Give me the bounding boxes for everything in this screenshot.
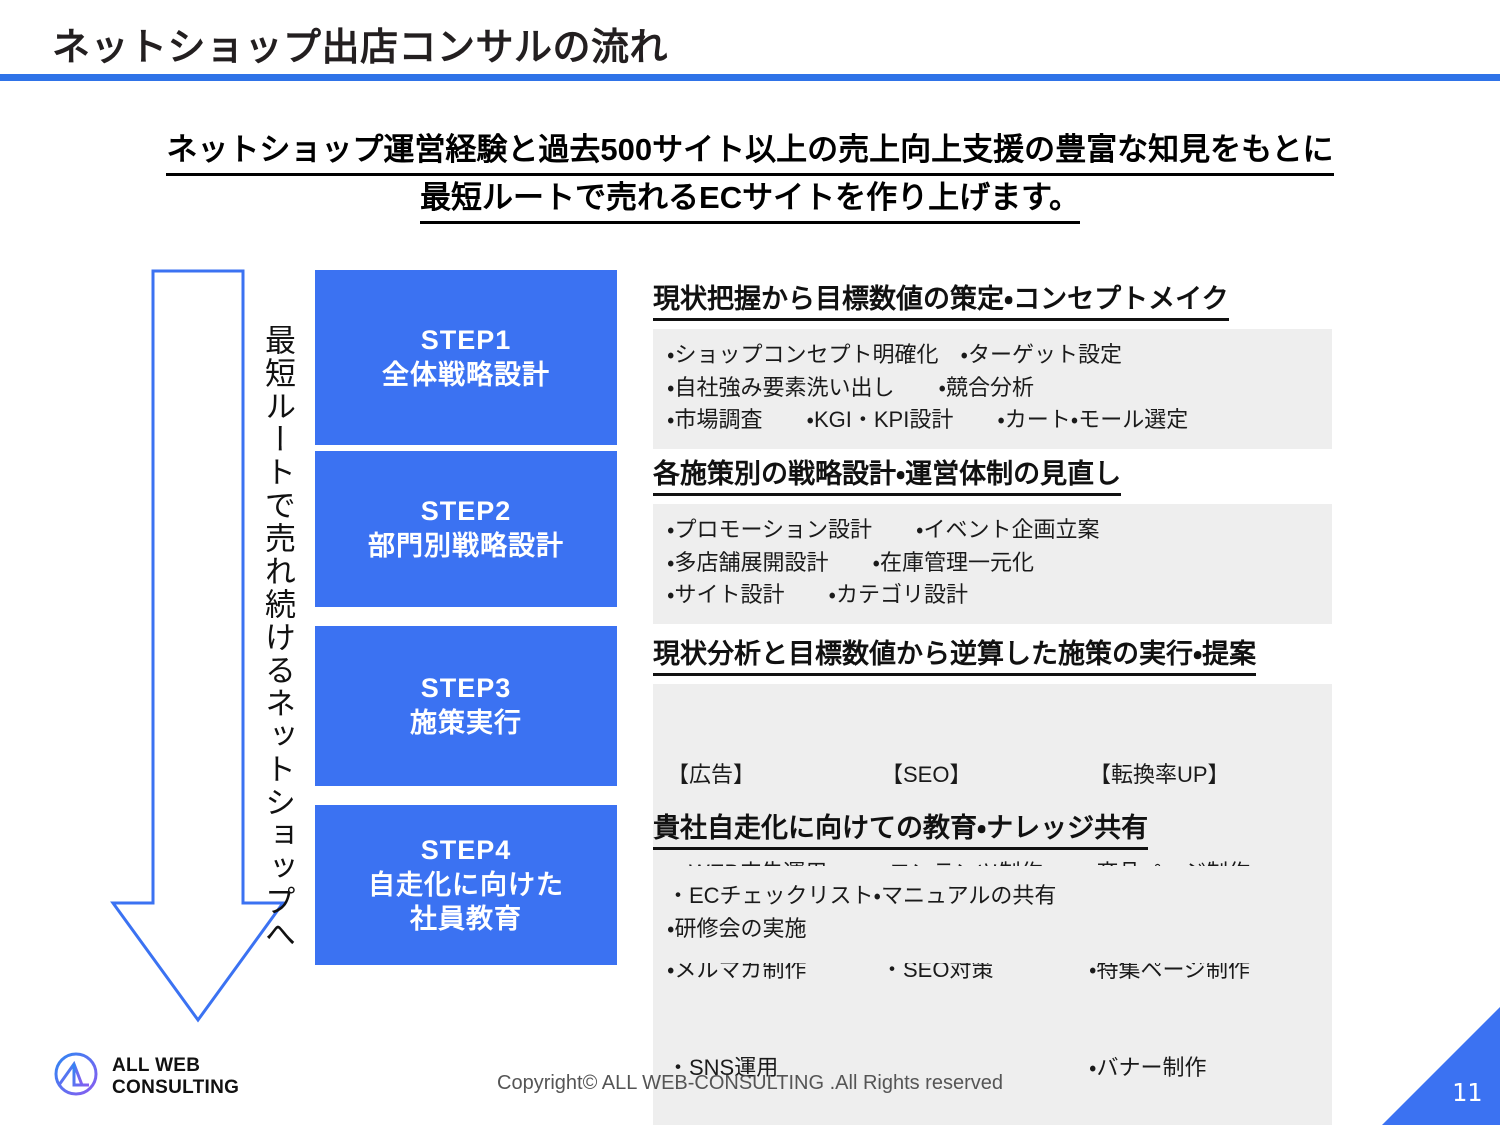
step-number-4: STEP4 — [420, 835, 512, 866]
copyright-text: Copyright© ALL WEB-CONSULTING .All Right… — [497, 1072, 1003, 1094]
subtitle-line-2: 最短ルートで売れるECサイトを作り上げます。 — [420, 176, 1080, 225]
corner-triangle — [1382, 1007, 1500, 1125]
step-number-3: STEP3 — [420, 673, 512, 704]
page-title: ネットショップ出店コンサルの流れ — [52, 27, 669, 69]
detail-line: ・プロモーション設計 ・イベント企画立案 — [667, 517, 1100, 542]
step-box-4[interactable]: STEP4 自走化に向けた 社員教育 — [315, 805, 617, 965]
brand-wordmark: ALL WEB CONSULTING — [112, 1055, 239, 1098]
flow-down-arrow: 最短ルートで売れ続けるネットショップへ — [103, 268, 295, 1028]
detail-line: ・SNS運用 — [667, 1055, 779, 1081]
column-title: 【転換率UP】 — [1089, 762, 1230, 788]
step-heading-4: 貴社自走化に向けての教育・ナレッジ共有 — [653, 806, 1149, 850]
step-heading-3: 現状分析と目標数値から逆算した施策の実行・提案 — [653, 632, 1257, 676]
step-heading-2: 各施策別の戦略設計・運営体制の見直し — [653, 452, 1122, 496]
brand-line-2: CONSULTING — [112, 1076, 240, 1098]
step-name-1: 全体戦略設計 — [382, 359, 550, 390]
detail-line: ・ECチェックリスト・マニュアルの共有 — [667, 883, 1057, 908]
detail-line: ・多店舗展開設計 ・在庫管理一元化 — [667, 549, 1034, 575]
detail-line: ・サイト設計 ・カテゴリ設計 — [667, 582, 968, 608]
step-box-2[interactable]: STEP2 部門別戦略設計 — [315, 451, 617, 607]
page-number-corner: 11 — [1382, 1007, 1500, 1125]
step-number-1: STEP1 — [420, 324, 512, 355]
step-box-3[interactable]: STEP3 施策実行 — [315, 626, 617, 786]
step-heading-1: 現状把握から目標数値の策定・コンセプトメイク — [653, 277, 1229, 321]
detail-line: ・市場調査 ・KGI・KPI設計 ・カート・モール選定 — [667, 407, 1189, 433]
step-box-1[interactable]: STEP1 全体戦略設計 — [315, 270, 617, 445]
header-divider — [0, 74, 1500, 81]
subtitle-line-1: ネットショップ運営経験と過去500サイト以上の売上向上支援の豊富な知見をもとに — [166, 128, 1334, 177]
step-name-4: 自走化に向けた 社員教育 — [368, 869, 564, 935]
brand-line-1: ALL WEB — [112, 1055, 201, 1077]
step-detail-4: ・ECチェックリスト・マニュアルの共有 ・研修会の実施 — [653, 866, 1332, 964]
all-web-consulting-mark-icon — [52, 1050, 100, 1103]
detail-line: ・バナー制作 — [1089, 1055, 1207, 1081]
step-detail-1: ・ショップコンセプト明確化 ・ターゲット設定 ・自社強み要素洗い出し ・競合分析… — [653, 329, 1332, 449]
brand-logo: ALL WEB CONSULTING — [52, 1050, 239, 1103]
detail-line: ・ショップコンセプト明確化 ・ターゲット設定 — [667, 342, 1122, 367]
subtitle-block: ネットショップ運営経験と過去500サイト以上の売上向上支援の豊富な知見をもとに … — [0, 128, 1500, 225]
detail-line: ・研修会の実施 — [667, 915, 807, 941]
column-title: 【広告】 — [667, 762, 756, 788]
arrow-vertical-label: 最短ルートで売れ続けるネットショップへ — [260, 323, 295, 951]
step-panel-4: 貴社自走化に向けての教育・ナレッジ共有 ・ECチェックリスト・マニュアルの共有 … — [653, 806, 1332, 964]
step-name-2: 部門別戦略設計 — [368, 531, 564, 561]
column-title: 【SEO】 — [881, 762, 972, 788]
step-number-2: STEP2 — [420, 496, 512, 527]
detail-line: ・自社強み要素洗い出し ・競合分析 — [667, 374, 1034, 400]
step-panel-1: 現状把握から目標数値の策定・コンセプトメイク ・ショップコンセプト明確化 ・ター… — [653, 277, 1332, 449]
step-detail-2: ・プロモーション設計 ・イベント企画立案 ・多店舗展開設計 ・在庫管理一元化 ・… — [653, 504, 1332, 624]
step-panel-2: 各施策別の戦略設計・運営体制の見直し ・プロモーション設計 ・イベント企画立案 … — [653, 452, 1332, 624]
step-name-3: 施策実行 — [410, 708, 522, 738]
page-number: 11 — [1451, 1078, 1482, 1107]
down-arrow-shape — [110, 269, 286, 1023]
